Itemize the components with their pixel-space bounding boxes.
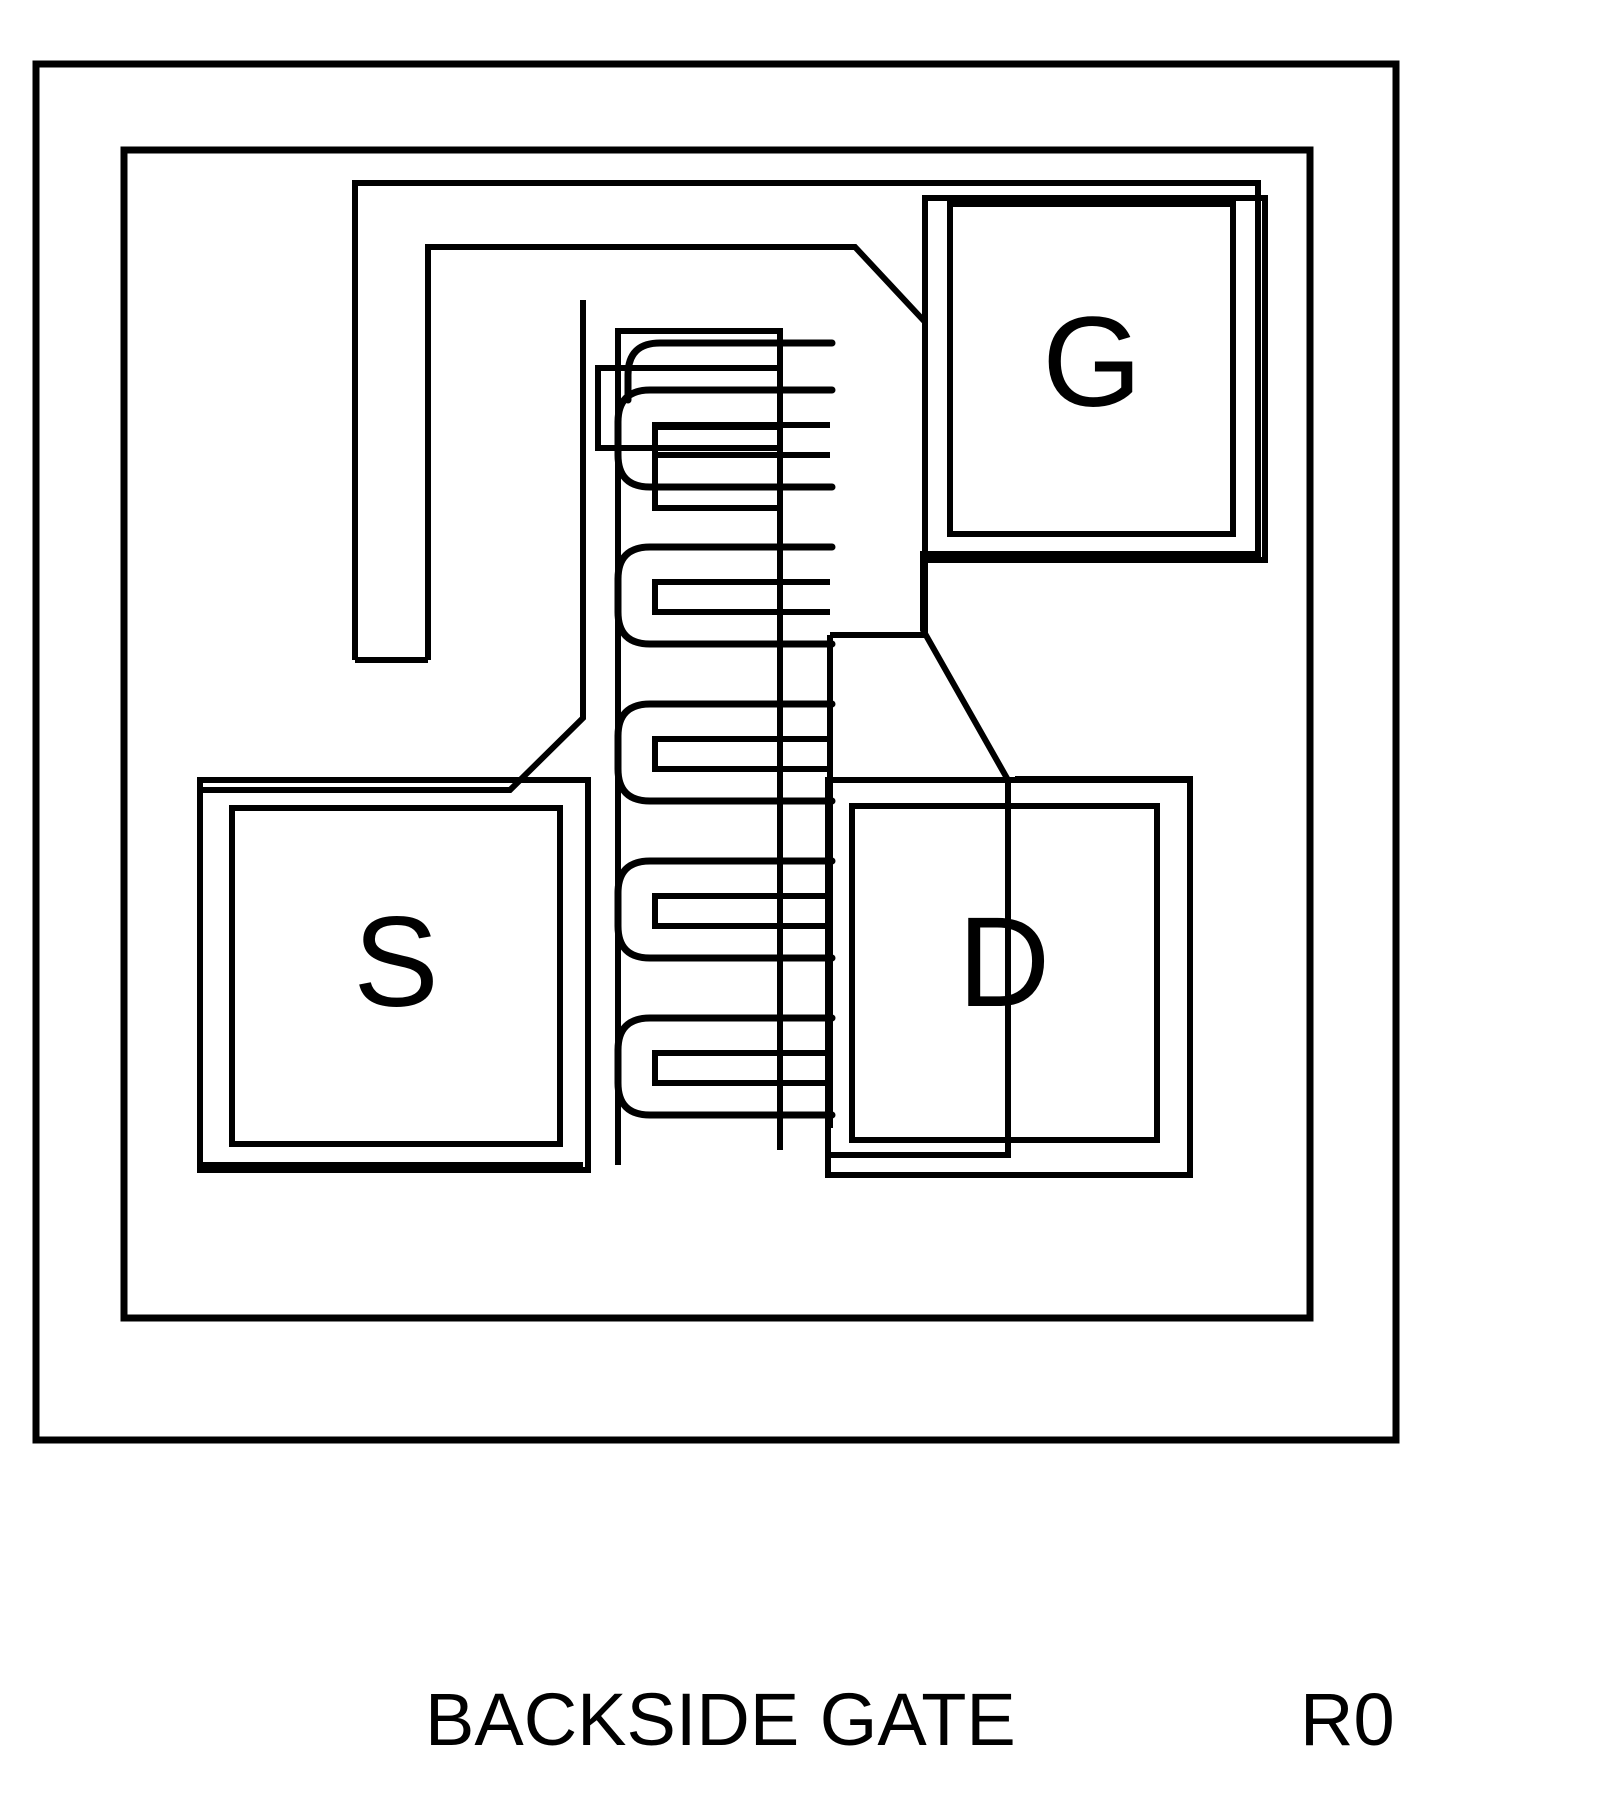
source-finger-top	[624, 339, 836, 404]
source-pad-label: S	[353, 891, 438, 1034]
gate-pad-outer-frame	[922, 195, 1268, 563]
drain-pad[interactable]	[849, 803, 1160, 1143]
channel-finger	[652, 579, 830, 615]
channel-finger	[652, 1050, 830, 1086]
diagram-revision-label: R0	[1300, 1678, 1395, 1761]
source-finger	[614, 543, 836, 648]
outer-frame	[32, 60, 1400, 1444]
source-finger	[614, 1014, 836, 1119]
drain-pad-label: D	[958, 891, 1050, 1034]
drain-finger	[595, 365, 780, 451]
source-finger	[614, 700, 836, 805]
diagram-caption-title: BACKSIDE GATE	[425, 1678, 1016, 1761]
drain-pad-outer-frame	[825, 777, 1193, 1178]
source-finger	[614, 857, 836, 962]
channel-finger	[652, 422, 830, 458]
channel-finger	[652, 736, 830, 772]
source-pad-outer-frame	[197, 777, 591, 1173]
source-routing-trace	[197, 300, 586, 1168]
source-finger	[614, 386, 836, 491]
gate-pad-label: G	[1042, 291, 1142, 434]
channel-finger-group	[652, 422, 830, 1086]
source-pad[interactable]	[229, 805, 563, 1147]
gate-routing-inner-trace	[425, 244, 928, 660]
source-finger-group	[614, 386, 836, 1119]
gate-pad[interactable]	[947, 201, 1236, 537]
inner-frame	[120, 146, 1314, 1322]
drain-finger	[652, 424, 780, 511]
channel-finger	[652, 893, 830, 929]
